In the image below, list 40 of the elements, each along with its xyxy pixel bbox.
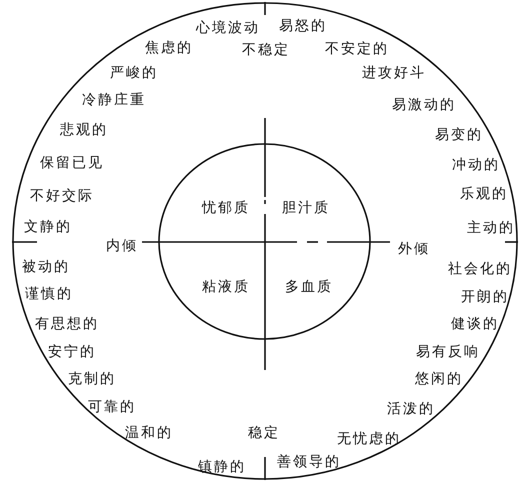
trait-label: 易变的 (435, 126, 483, 144)
temperament-label: 多血质 (285, 278, 333, 296)
trait-label: 保留已见 (40, 154, 104, 172)
trait-label: 被动的 (22, 258, 70, 276)
trait-label: 活泼的 (387, 400, 435, 418)
trait-label: 易激动的 (392, 96, 456, 114)
trait-label: 冷静庄重 (82, 91, 146, 109)
trait-label: 易怒的 (279, 17, 327, 35)
trait-label: 不安定的 (325, 40, 389, 58)
trait-label: 文静的 (24, 218, 72, 236)
axis-label: 外倾 (398, 240, 430, 258)
trait-label: 安宁的 (48, 343, 96, 361)
trait-label: 社会化的 (448, 260, 512, 278)
trait-label: 可靠的 (88, 398, 136, 416)
axis-label: 内倾 (106, 237, 138, 255)
temperament-label: 粘液质 (202, 278, 250, 296)
axis-label: 不稳定 (242, 41, 290, 59)
trait-label: 健谈的 (451, 315, 499, 333)
trait-label: 开朗的 (461, 288, 509, 306)
trait-label: 心境波动 (196, 19, 260, 37)
trait-label: 悲观的 (60, 121, 108, 139)
temperament-label: 胆汁质 (282, 199, 330, 217)
trait-label: 焦虑的 (145, 39, 193, 57)
trait-label: 善领导的 (277, 453, 341, 471)
trait-label: 冲动的 (452, 156, 500, 174)
trait-label: 悠闲的 (415, 370, 463, 388)
trait-label: 乐观的 (460, 185, 508, 203)
trait-label: 无忧虑的 (337, 430, 401, 448)
trait-label: 不好交际 (30, 187, 94, 205)
trait-label: 进攻好斗 (362, 64, 426, 82)
trait-label: 镇静的 (198, 458, 246, 476)
trait-label: 严峻的 (110, 64, 158, 82)
trait-label: 有思想的 (35, 315, 99, 333)
trait-label: 克制的 (68, 370, 116, 388)
trait-label: 主动的 (467, 219, 515, 237)
trait-label: 温和的 (125, 424, 173, 442)
trait-label: 谨慎的 (25, 285, 73, 303)
trait-label: 易有反响 (416, 343, 480, 361)
temperament-label: 忧郁质 (202, 199, 250, 217)
axis-label: 稳定 (248, 424, 280, 442)
